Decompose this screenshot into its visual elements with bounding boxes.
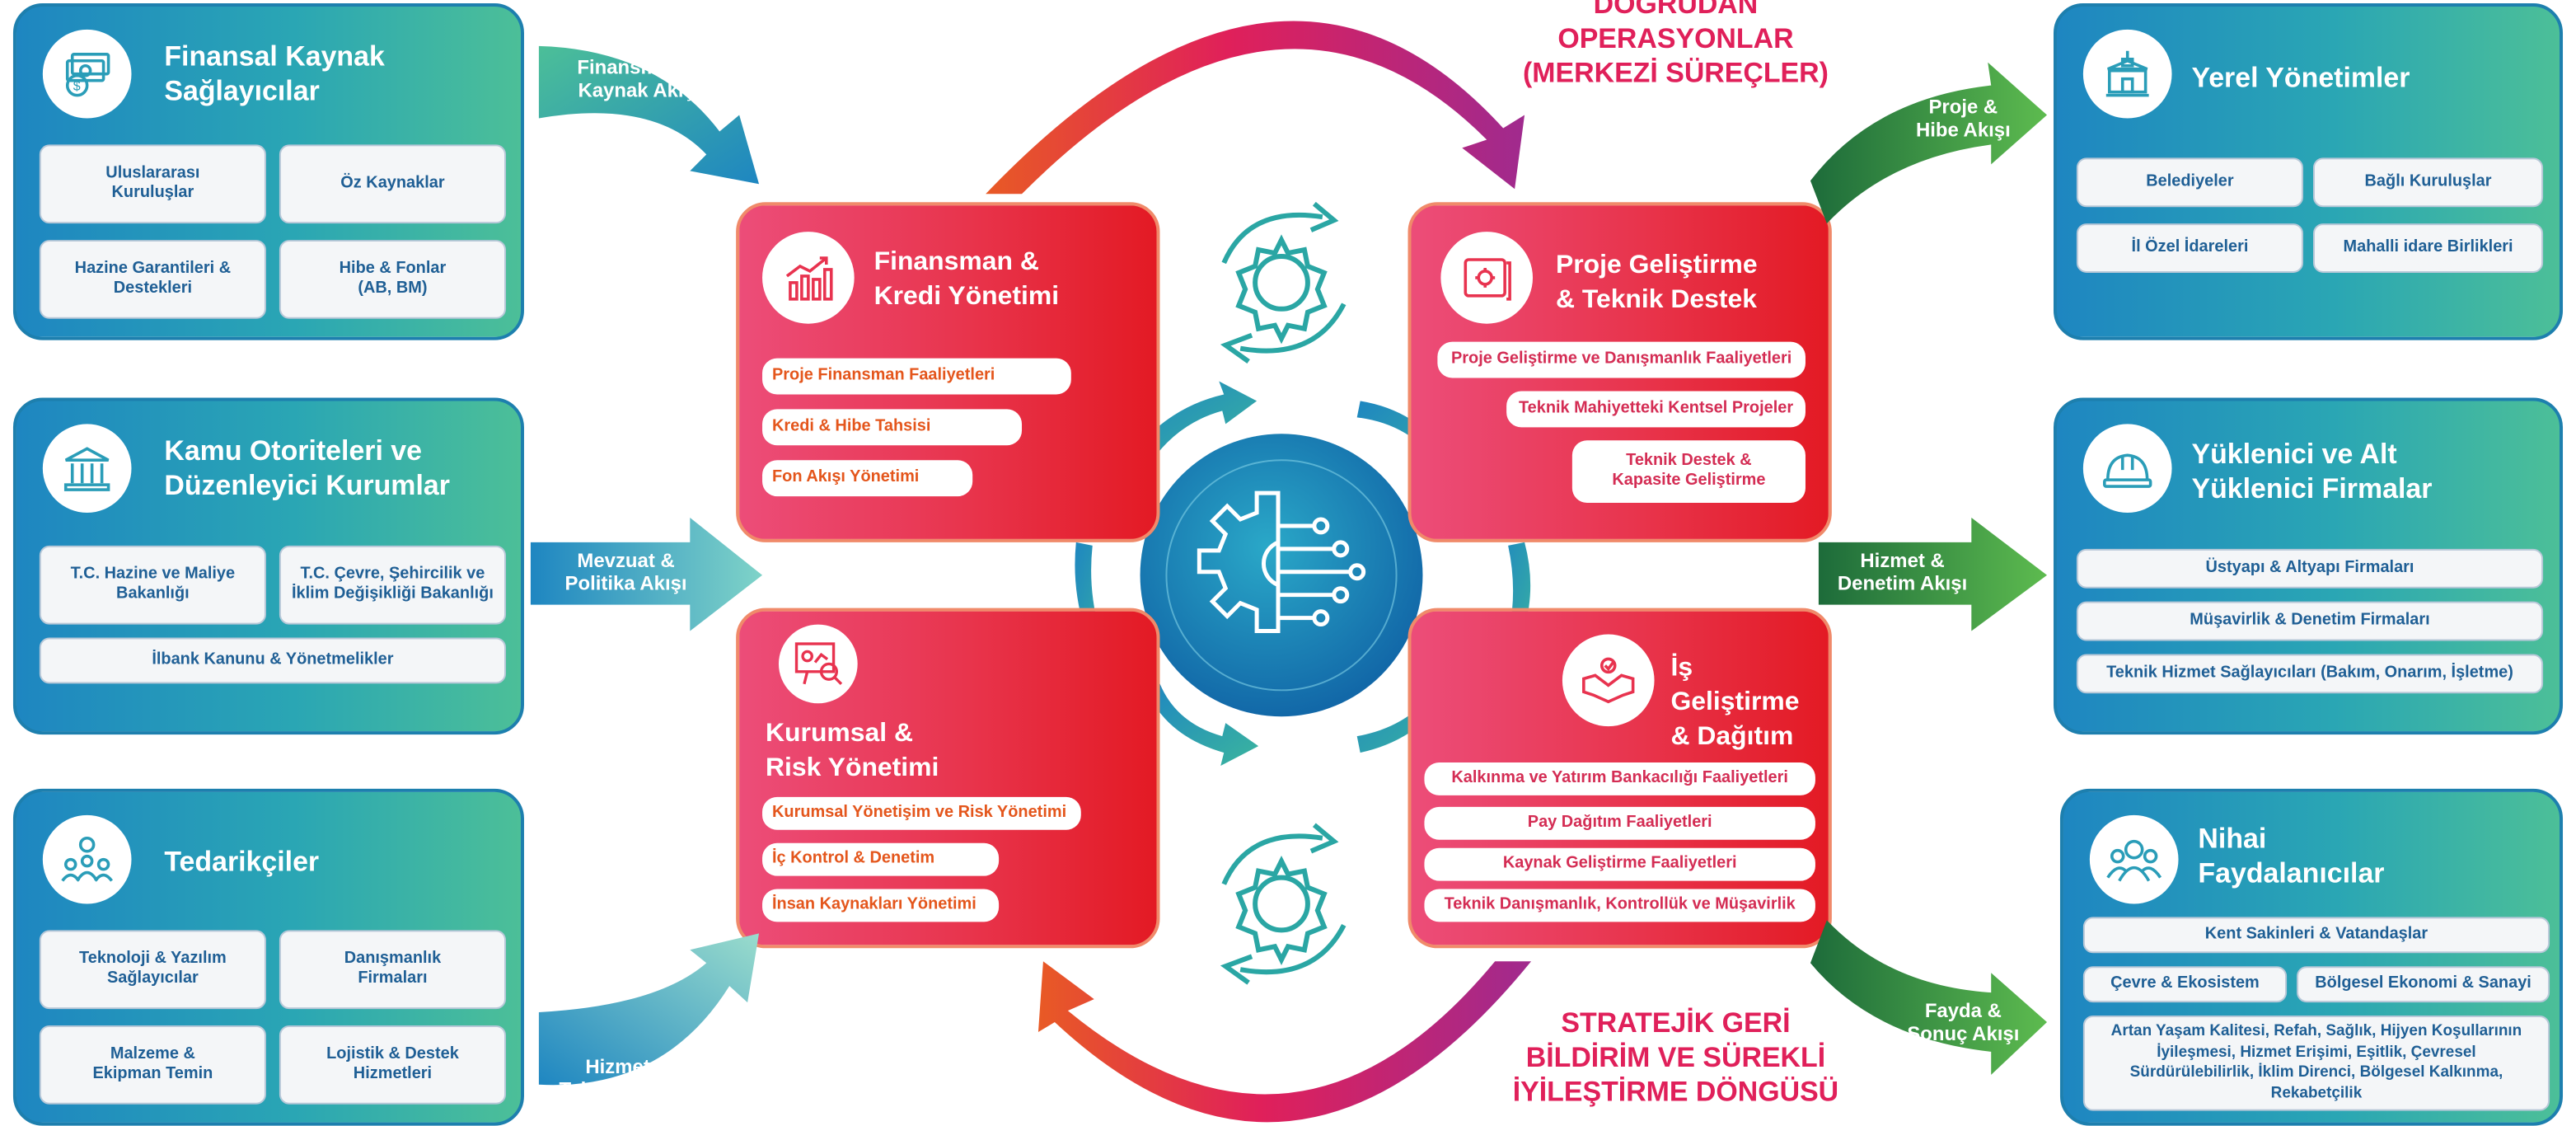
chip-item: İl Özel İdareleri <box>2076 223 2304 273</box>
flow-arrow-policy <box>530 517 763 631</box>
chip-item: Lojistik & Destek Hizmetleri <box>279 1025 507 1105</box>
panel-finance-credit: Finansman & Kredi Yönetimi Proje Finansm… <box>736 202 1160 542</box>
blueprint-icon <box>1440 232 1534 324</box>
chip-item: Kent Sakinleri & Vatandaşlar <box>2082 917 2550 954</box>
hard-hat-icon <box>2082 424 2172 514</box>
flow-label-service-audit: Hizmet & Denetim Akışı <box>1837 548 1968 595</box>
flow-label-benefit: Fayda & Sonuç Akışı <box>1907 999 2020 1045</box>
flow-arrow-service-tech <box>538 933 760 1086</box>
panel-title: Kamu Otoriteleri ve Düzenleyici Kurumlar <box>164 435 450 502</box>
flow-arrow-project-grant <box>1810 62 2048 224</box>
panel-title: Nihai Faydalanıcılar <box>2198 823 2385 889</box>
chip-item: T.C. Hazine ve Maliye Bakanlığı <box>39 545 266 625</box>
chip-item: Danışmanlık Firmaları <box>279 930 507 1010</box>
chip-item: Öz Kaynaklar <box>279 144 507 224</box>
chip-item: Teknik Mahiyetteki Kentsel Projeler <box>1506 391 1806 428</box>
flow-arrow-finance <box>538 45 760 185</box>
chip-item: Müşavirlik & Denetim Firmaları <box>2076 601 2544 641</box>
ring-arrow-bottom-left <box>1146 683 1259 767</box>
chip-item: Teknik Destek & Kapasite Geliştirme <box>1571 440 1806 504</box>
chip-item: Üstyapı & Altyapı Firmaları <box>2076 548 2544 589</box>
central-hub <box>1140 434 1423 717</box>
chip-item: İnsan Kaynakları Yönetimi <box>762 889 1000 922</box>
bar-chart-icon <box>762 232 855 324</box>
chip-item: Bağlı Kuruluşlar <box>2312 157 2544 208</box>
chip-item: Bölgesel Ekonomi & Sanayi <box>2297 966 2550 1003</box>
chip-item: T.C. Çevre, Şehircilik ve İklim Değişikl… <box>279 545 507 625</box>
handshake-icon <box>1562 634 1655 727</box>
chip-item: Kurumsal Yönetişim ve Risk Yönetimi <box>762 796 1081 830</box>
panel-title: Finansman & Kredi Yönetimi <box>873 248 1060 311</box>
city-hall-icon <box>2082 29 2172 119</box>
chip-item: Teknik Danışmanlık, Kontrollük ve Müşavi… <box>1424 889 1815 922</box>
chip-item: Hazine Garantileri & Destekleri <box>39 240 266 319</box>
panel-local-governments: Yerel Yönetimler Belediyeler Bağlı Kurul… <box>2054 2 2564 340</box>
panel-public-authorities: Kamu Otoriteleri ve Düzenleyici Kurumlar… <box>12 397 524 735</box>
panel-title: Kurumsal & Risk Yönetimi <box>766 720 939 782</box>
panel-business-development: İş Geliştirme & Dağıtım Kalkınma ve Yatı… <box>1407 608 1832 949</box>
svg-text:$: $ <box>73 80 81 94</box>
chip-item: Teknoloji & Yazılım Sağlayıcılar <box>39 930 266 1010</box>
chip-item: İç Kontrol & Denetim <box>762 842 1000 876</box>
panel-final-beneficiaries: Nihai Faydalanıcılar Kent Sakinleri & Va… <box>2059 788 2564 1126</box>
chip-item: Artan Yaşam Kalitesi, Refah, Sağlık, Hij… <box>2082 1016 2550 1111</box>
chip-item: Uluslararası Kuruluşlar <box>39 144 266 224</box>
ring-arrow-top-left <box>1130 381 1258 469</box>
panel-financial-providers: $ Finansal Kaynak Sağlayıcılar Uluslarar… <box>12 2 524 340</box>
panel-suppliers: Tedarikçiler Teknoloji & Yazılım Sağlayı… <box>12 788 524 1126</box>
chip-item: Proje Finansman Faaliyetleri <box>762 358 1071 395</box>
chip-item: Mahalli idare Birlikleri <box>2312 223 2544 273</box>
panel-contractors: Yüklenici ve Alt Yüklenici Firmalar Üsty… <box>2054 397 2564 735</box>
money-icon: $ <box>42 29 132 119</box>
chip-item: Hibe & Fonlar (AB, BM) <box>279 240 507 319</box>
government-building-icon <box>42 424 132 514</box>
chip-item: Çevre & Ekosistem <box>2082 966 2288 1003</box>
people-icon <box>2089 814 2179 904</box>
panel-title: Yüklenici ve Alt Yüklenici Firmalar <box>2191 439 2433 505</box>
flow-arrow-benefit <box>1810 920 2048 1075</box>
chip-item: Proje Geliştirme ve Danışmanlık Faaliyet… <box>1437 341 1806 378</box>
chip-item: Belediyeler <box>2076 157 2304 208</box>
panel-title: Finansal Kaynak Sağlayıcılar <box>164 40 385 107</box>
panel-project-development: Proje Geliştirme & Teknik Destek Proje G… <box>1407 202 1832 542</box>
chip-item: Teknik Hizmet Sağlayıcıları (Bakım, Onar… <box>2076 654 2544 694</box>
chip-item: Malzeme & Ekipman Temin <box>39 1025 266 1105</box>
feedback-loop-title: STRATEJİK GERİ BİLDİRİM VE SÜREKLİ İYİLE… <box>1512 1007 1839 1108</box>
presentation-analysis-icon <box>778 624 858 704</box>
chip-item: Pay Dağıtım Faaliyetleri <box>1424 806 1815 840</box>
chip-item: Kalkınma ve Yatırım Bankacılığı Faaliyet… <box>1424 762 1815 795</box>
panel-title: Proje Geliştirme & Teknik Destek <box>1555 251 1758 314</box>
top-cycle-arrow <box>986 21 1525 195</box>
flow-label-service-tech: Hizmet & Teknoloji Akışı <box>559 1054 696 1101</box>
flow-label-project-grant: Proje & Hibe Akışı <box>1915 95 2011 142</box>
chip-item: Kaynak Geliştirme Faaliyetleri <box>1424 847 1815 881</box>
direct-operations-title: DOĞRUDAN OPERASYONLAR (MERKEZİ SÜREÇLER) <box>1523 0 1829 89</box>
chip-item: Fon Akışı Yönetimi <box>762 460 973 497</box>
gear-cycle-icon-bottom <box>1220 823 1347 985</box>
panel-title: İş Geliştirme & Dağıtım <box>1670 654 1800 752</box>
bottom-cycle-arrow <box>1037 961 1532 1123</box>
gear-circuit-icon <box>1197 490 1366 634</box>
chip-item: Kredi & Hibe Tahsisi <box>762 409 1023 446</box>
flow-label-finance: Finansman & Kaynak Akışı <box>577 55 701 102</box>
panel-title: Yerel Yönetimler <box>2191 62 2410 94</box>
panel-corporate-risk: Kurumsal & Risk Yönetimi Kurumsal Yöneti… <box>736 608 1160 949</box>
flow-label-policy: Mevzuat & Politika Akışı <box>564 548 687 595</box>
flow-arrow-service-audit <box>1818 517 2048 631</box>
chip-item: İlbank Kanunu & Yönetmelikler <box>39 637 507 684</box>
team-gear-icon <box>42 814 132 904</box>
panel-title: Tedarikçiler <box>164 846 320 878</box>
gear-cycle-icon-top <box>1220 201 1347 364</box>
